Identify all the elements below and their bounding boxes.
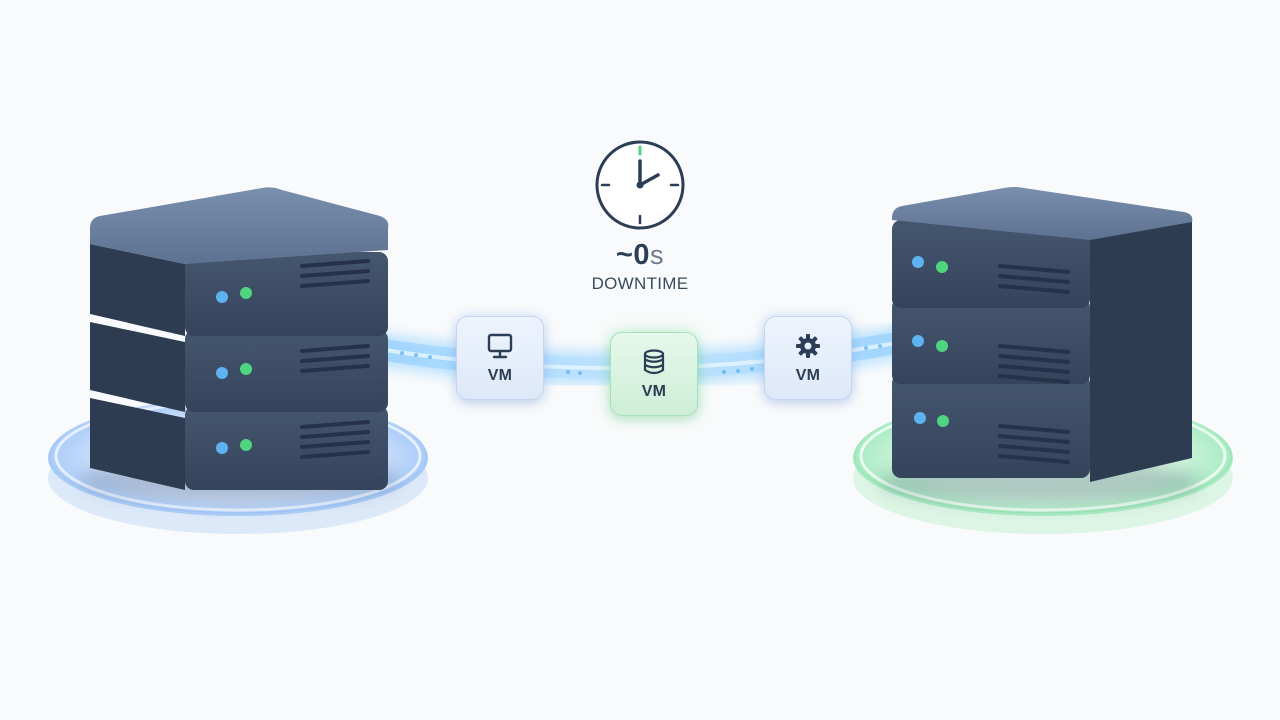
source-server-stack — [80, 187, 400, 502]
server-unit — [892, 187, 1193, 322]
status-led-green — [937, 415, 949, 427]
vm-label: VM — [487, 367, 513, 384]
downtime-label: DOWNTIME — [591, 274, 689, 293]
clock-icon — [594, 139, 686, 231]
database-icon — [643, 349, 665, 375]
server-unit — [892, 374, 1192, 482]
status-led-green — [240, 287, 252, 299]
server-unit — [90, 187, 389, 336]
status-led-blue — [912, 335, 924, 347]
vm-card-gear[interactable]: VM — [764, 316, 852, 400]
downtime-indicator: ~0s DOWNTIME — [540, 240, 740, 294]
status-led-blue — [216, 291, 228, 303]
target-server-stack — [880, 187, 1200, 504]
status-led-blue — [216, 367, 228, 379]
gear-icon — [796, 334, 820, 358]
vm-card-database[interactable]: VM — [610, 332, 698, 416]
server-unit — [90, 322, 388, 412]
downtime-value: ~0s — [615, 239, 665, 271]
status-led-blue — [216, 442, 228, 454]
status-led-green — [240, 439, 252, 451]
vm-card-monitor[interactable]: VM — [456, 316, 544, 400]
server-unit — [90, 398, 388, 490]
vm-label: VM — [795, 367, 821, 384]
status-led-blue — [912, 256, 924, 268]
vm-label: VM — [641, 383, 667, 400]
status-led-green — [936, 340, 948, 352]
server-unit — [892, 298, 1192, 400]
monitor-icon — [487, 333, 513, 359]
downtime-unit: s — [650, 240, 665, 270]
status-led-green — [240, 363, 252, 375]
status-led-blue — [914, 412, 926, 424]
status-led-green — [936, 261, 948, 273]
